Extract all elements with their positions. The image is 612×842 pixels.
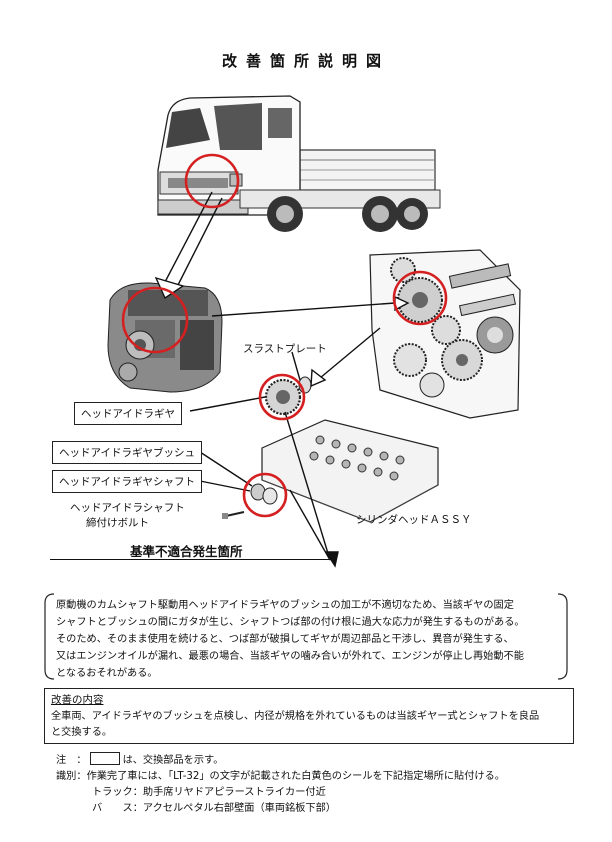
page-title: 改善箇所説明図 (221, 52, 390, 70)
highlight-circles (121, 153, 448, 518)
label-thrust-plate: スラストプレート (243, 343, 327, 355)
bus-location: バ ス：アクセルペタル右部壁面（車両銘板下部） (92, 803, 336, 814)
description-line: 又はエンジンオイルが漏れ、最悪の場合、当該ギヤの噛み合いが外れて、エンジンが停止… (56, 651, 524, 662)
label-shaft-bolt-line1: ヘッドアイドラシャフト (70, 502, 185, 514)
label-head-idler-gear: ヘッドアイドラギヤ (74, 402, 182, 425)
mark-text: 作業完了車には、「LT-32」の文字が記載された白黄色のシールを下記指定場所に貼… (86, 771, 505, 782)
timing-gear-illustration (369, 249, 521, 419)
description-line: 原動機のカムシャフト駆動用ヘッドアイドラギヤのブッシュの加工が不適切なため、当該… (56, 600, 514, 611)
truck-illustration (157, 95, 441, 232)
parts-illustration (107, 95, 521, 568)
description-line: そのため、そのまま使用を続けると、つば部が破損してギヤが周辺部品と干渉し、異音が… (56, 634, 514, 645)
improvement-line: 全車両、アイドラギヤのブッシュを点検し、内径が規格を外れているものは当該ギヤー式… (51, 711, 540, 722)
idler-gear-parts (222, 376, 312, 519)
description-line: となるおそれがある。 (56, 668, 158, 679)
description-bracket (44, 593, 568, 680)
label-nonconformity-location: 基準不適合発生箇所 (130, 544, 243, 559)
label-head-idler-gear-shaft: ヘッドアイドラギヤシャフト (52, 470, 202, 493)
improvement-line: と交換する。 (51, 727, 113, 738)
description-line: シャフトとブッシュの間にガタが生じ、シャフトつば部の付け根に過大な応力が発生する… (56, 617, 525, 628)
defect-description: 原動機のカムシャフト駆動用ヘッドアイドラギヤのブッシュの加工が不適切なため、当該… (56, 597, 556, 682)
notes-section: 注 ： は、交換部品を示す。 識別：作業完了車には、「LT-32」の文字が記載され… (56, 752, 505, 817)
truck-location: トラック：助手席リヤドアピラーストライカー付近 (92, 787, 326, 798)
note-text: は、交換部品を示す。 (122, 755, 224, 766)
label-shaft-bolt-line2: 締付けボルト (86, 517, 149, 529)
note-prefix: 注 ： (56, 755, 87, 766)
improvement-heading: 改善の内容 (51, 694, 104, 706)
mark-row: 識別：作業完了車には、「LT-32」の文字が記載された白黄色のシールを下記指定場… (56, 769, 505, 785)
label-cylinder-head-assy: シリンダヘッドＡＳＳＹ (356, 514, 472, 526)
underline-divider (50, 559, 332, 560)
engine-illustration (107, 282, 223, 393)
cylinder-head-illustration (261, 419, 439, 523)
improvement-text: 全車両、アイドラギヤのブッシュを点検し、内径が規格を外れているものは当該ギヤー式… (51, 709, 567, 741)
note-row: 注 ： は、交換部品を示す。 (56, 752, 505, 769)
label-head-idler-gear-bush: ヘッドアイドラギヤブッシュ (52, 441, 202, 464)
improvement-box: 改善の内容 全車両、アイドラギヤのブッシュを点検し、内径が規格を外れているものは… (44, 688, 574, 744)
mark-prefix: 識別： (56, 771, 87, 782)
replacement-part-box-icon (89, 752, 120, 765)
